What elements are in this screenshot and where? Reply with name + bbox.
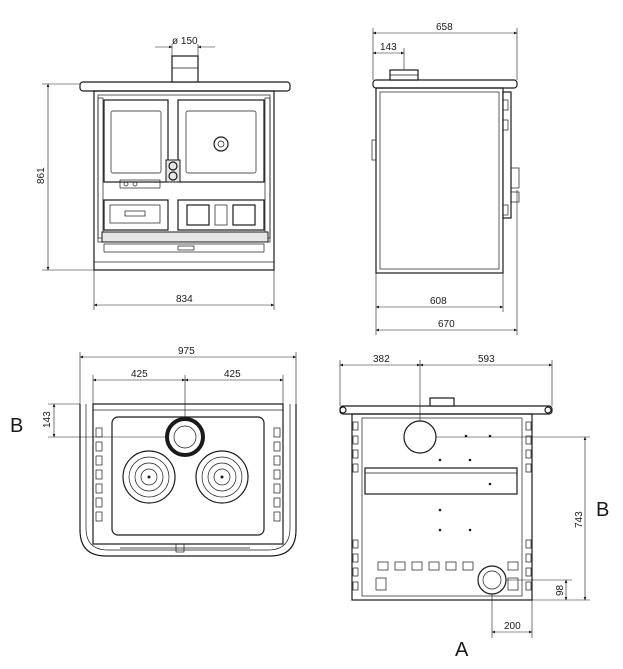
- rear-height-b: 743: [574, 511, 585, 528]
- front-flue-diameter: ø 150: [172, 36, 198, 47]
- front-width: 834: [176, 294, 193, 305]
- rear-label-b: B: [596, 499, 609, 521]
- rear-bottom-height: 98: [555, 584, 566, 596]
- side-total-depth: 658: [436, 22, 453, 33]
- side-depth-handles: 670: [438, 319, 455, 330]
- top-right-half: 425: [224, 369, 241, 380]
- rear-label-a: A: [455, 639, 469, 661]
- side-body-depth: 608: [430, 296, 447, 307]
- top-flue-offset: 143: [42, 411, 53, 428]
- top-view: 975 425 425 143 B: [10, 346, 297, 557]
- rear-right-offset: 593: [478, 354, 495, 365]
- top-total-width: 975: [178, 346, 195, 357]
- front-height: 861: [36, 167, 47, 184]
- front-view: ø 150 861 834: [36, 36, 291, 310]
- top-label-b: B: [10, 415, 23, 437]
- rear-view: 382 593 743 B 98 200 A: [339, 354, 609, 661]
- rear-left-offset: 382: [373, 354, 390, 365]
- top-left-half: 425: [131, 369, 148, 380]
- side-flue-offset: 143: [380, 42, 397, 53]
- rear-side-offset: 200: [504, 621, 521, 632]
- side-view: 658 143 608 670: [371, 22, 520, 335]
